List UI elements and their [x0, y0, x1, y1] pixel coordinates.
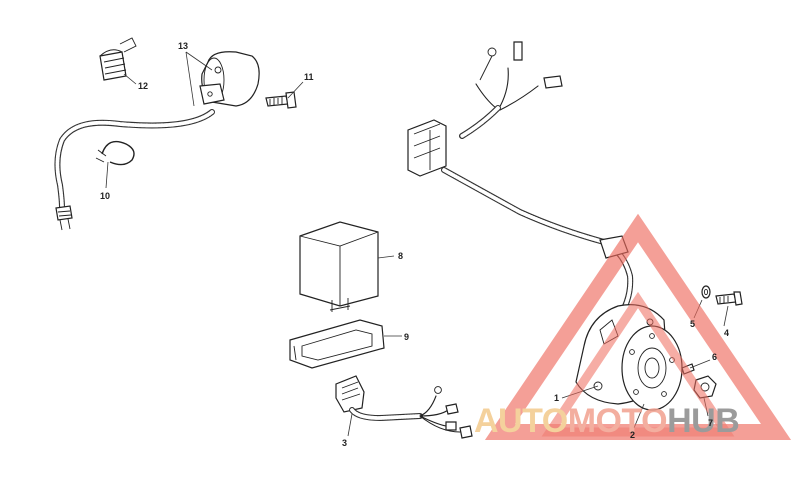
- label-part-3: 3: [342, 438, 347, 448]
- label-part-7: 7: [708, 418, 713, 428]
- spark-plug-connector: [55, 205, 73, 231]
- ignition-coil-assembly: [54, 37, 297, 231]
- watermark-moto: MOTO: [568, 402, 667, 440]
- label-part-6: 6: [712, 352, 717, 362]
- coil-bolt: [265, 91, 297, 109]
- pickup-bolt: [715, 291, 743, 306]
- washer: [701, 285, 711, 299]
- label-part-8: 8: [398, 251, 403, 261]
- label-part-9: 9: [404, 332, 409, 342]
- part-labels: 13 11 12 10 8 9 3 1 2 4 5 6 7: [100, 41, 729, 448]
- small-wiring-harness: [335, 375, 473, 439]
- watermark-triangle-inner: [541, 291, 735, 437]
- flywheel-rotor: [621, 325, 683, 411]
- label-part-10: 10: [100, 191, 110, 201]
- label-part-5: 5: [690, 319, 695, 329]
- watermark-auto: AUTO: [474, 402, 568, 440]
- watermark-hub: HUB: [667, 402, 739, 440]
- label-part-12: 12: [138, 81, 148, 91]
- label-part-1: 1: [554, 393, 559, 403]
- watermark-logo: AUTOMOTOHUB: [474, 213, 792, 440]
- circlip: [95, 140, 135, 166]
- label-part-2: 2: [630, 430, 635, 440]
- label-part-11: 11: [304, 72, 314, 82]
- cdi-rubber-holder: [289, 319, 385, 369]
- ignition-coil: [199, 51, 260, 107]
- spark-plug-cap: [99, 37, 137, 81]
- label-part-4: 4: [724, 328, 729, 338]
- cdi-unit: [299, 221, 379, 312]
- label-part-13: 13: [178, 41, 188, 51]
- svg-text:AUTOMOTOHUB: AUTOMOTOHUB: [474, 402, 739, 440]
- stator-wiring-harness: [407, 41, 634, 325]
